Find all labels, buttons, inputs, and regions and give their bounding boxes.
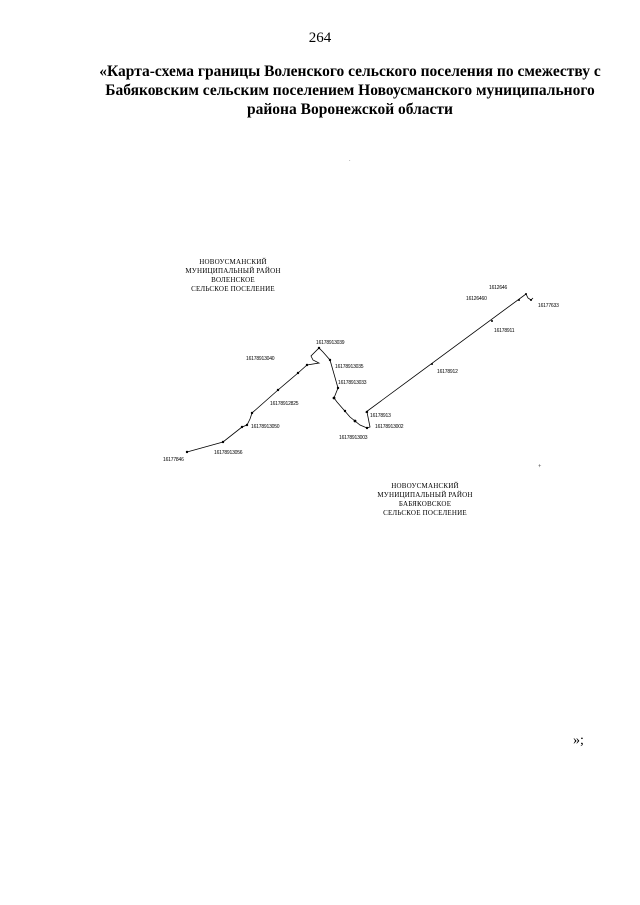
boundary-line xyxy=(186,293,534,453)
boundary-vertices xyxy=(185,293,532,454)
region-line: ВОЛЕНСКОЕ xyxy=(211,276,255,284)
point-label: 16177846 xyxy=(163,457,184,463)
point-label: 16126460 xyxy=(466,296,487,302)
point-label: 16178912 xyxy=(437,369,458,375)
point-label: 16178912825 xyxy=(270,401,299,407)
point-label: 16178913050 xyxy=(251,424,280,430)
point-label: 16178913040 xyxy=(246,356,275,362)
point-label: 16178913039 xyxy=(316,340,345,346)
point-label: 16178913002 xyxy=(375,424,404,430)
point-label: 16177633 xyxy=(538,303,559,309)
point-label: 16178913033 xyxy=(338,380,367,386)
stray-mark: + xyxy=(538,464,542,470)
region-line: МУНИЦИПАЛЬНЫЙ РАЙОН xyxy=(185,267,281,275)
region-line: НОВОУСМАНСКИЙ xyxy=(391,482,459,490)
point-label: 16178911 xyxy=(494,328,515,334)
region-line: БАБЯКОВСКОЕ xyxy=(398,500,452,508)
point-label: 16178913 xyxy=(370,413,391,419)
region-label-babyakovskoe: НОВОУСМАНСКИЙ МУНИЦИПАЛЬНЫЙ РАЙОН БАБЯКО… xyxy=(360,482,490,518)
region-line: СЕЛЬСКОЕ ПОСЕЛЕНИЕ xyxy=(383,509,467,517)
point-label: 1612646 xyxy=(489,285,508,291)
document-title: «Карта-схема границы Воленского сельског… xyxy=(99,63,601,118)
region-line: МУНИЦИПАЛЬНЫЙ РАЙОН xyxy=(377,491,473,499)
stray-mark: · xyxy=(349,159,351,164)
region-line: СЕЛЬСКОЕ ПОСЕЛЕНИЕ xyxy=(191,285,275,293)
closing-quote: »; xyxy=(573,733,584,748)
point-label: 16178913035 xyxy=(335,364,364,370)
region-line: НОВОУСМАНСКИЙ xyxy=(199,258,267,266)
region-label-volenskoe: НОВОУСМАНСКИЙ МУНИЦИПАЛЬНЫЙ РАЙОН ВОЛЕНС… xyxy=(168,258,298,294)
page-number: 264 xyxy=(308,30,332,46)
point-label: 16178913003 xyxy=(339,435,368,441)
point-label: 16178913056 xyxy=(214,450,243,456)
